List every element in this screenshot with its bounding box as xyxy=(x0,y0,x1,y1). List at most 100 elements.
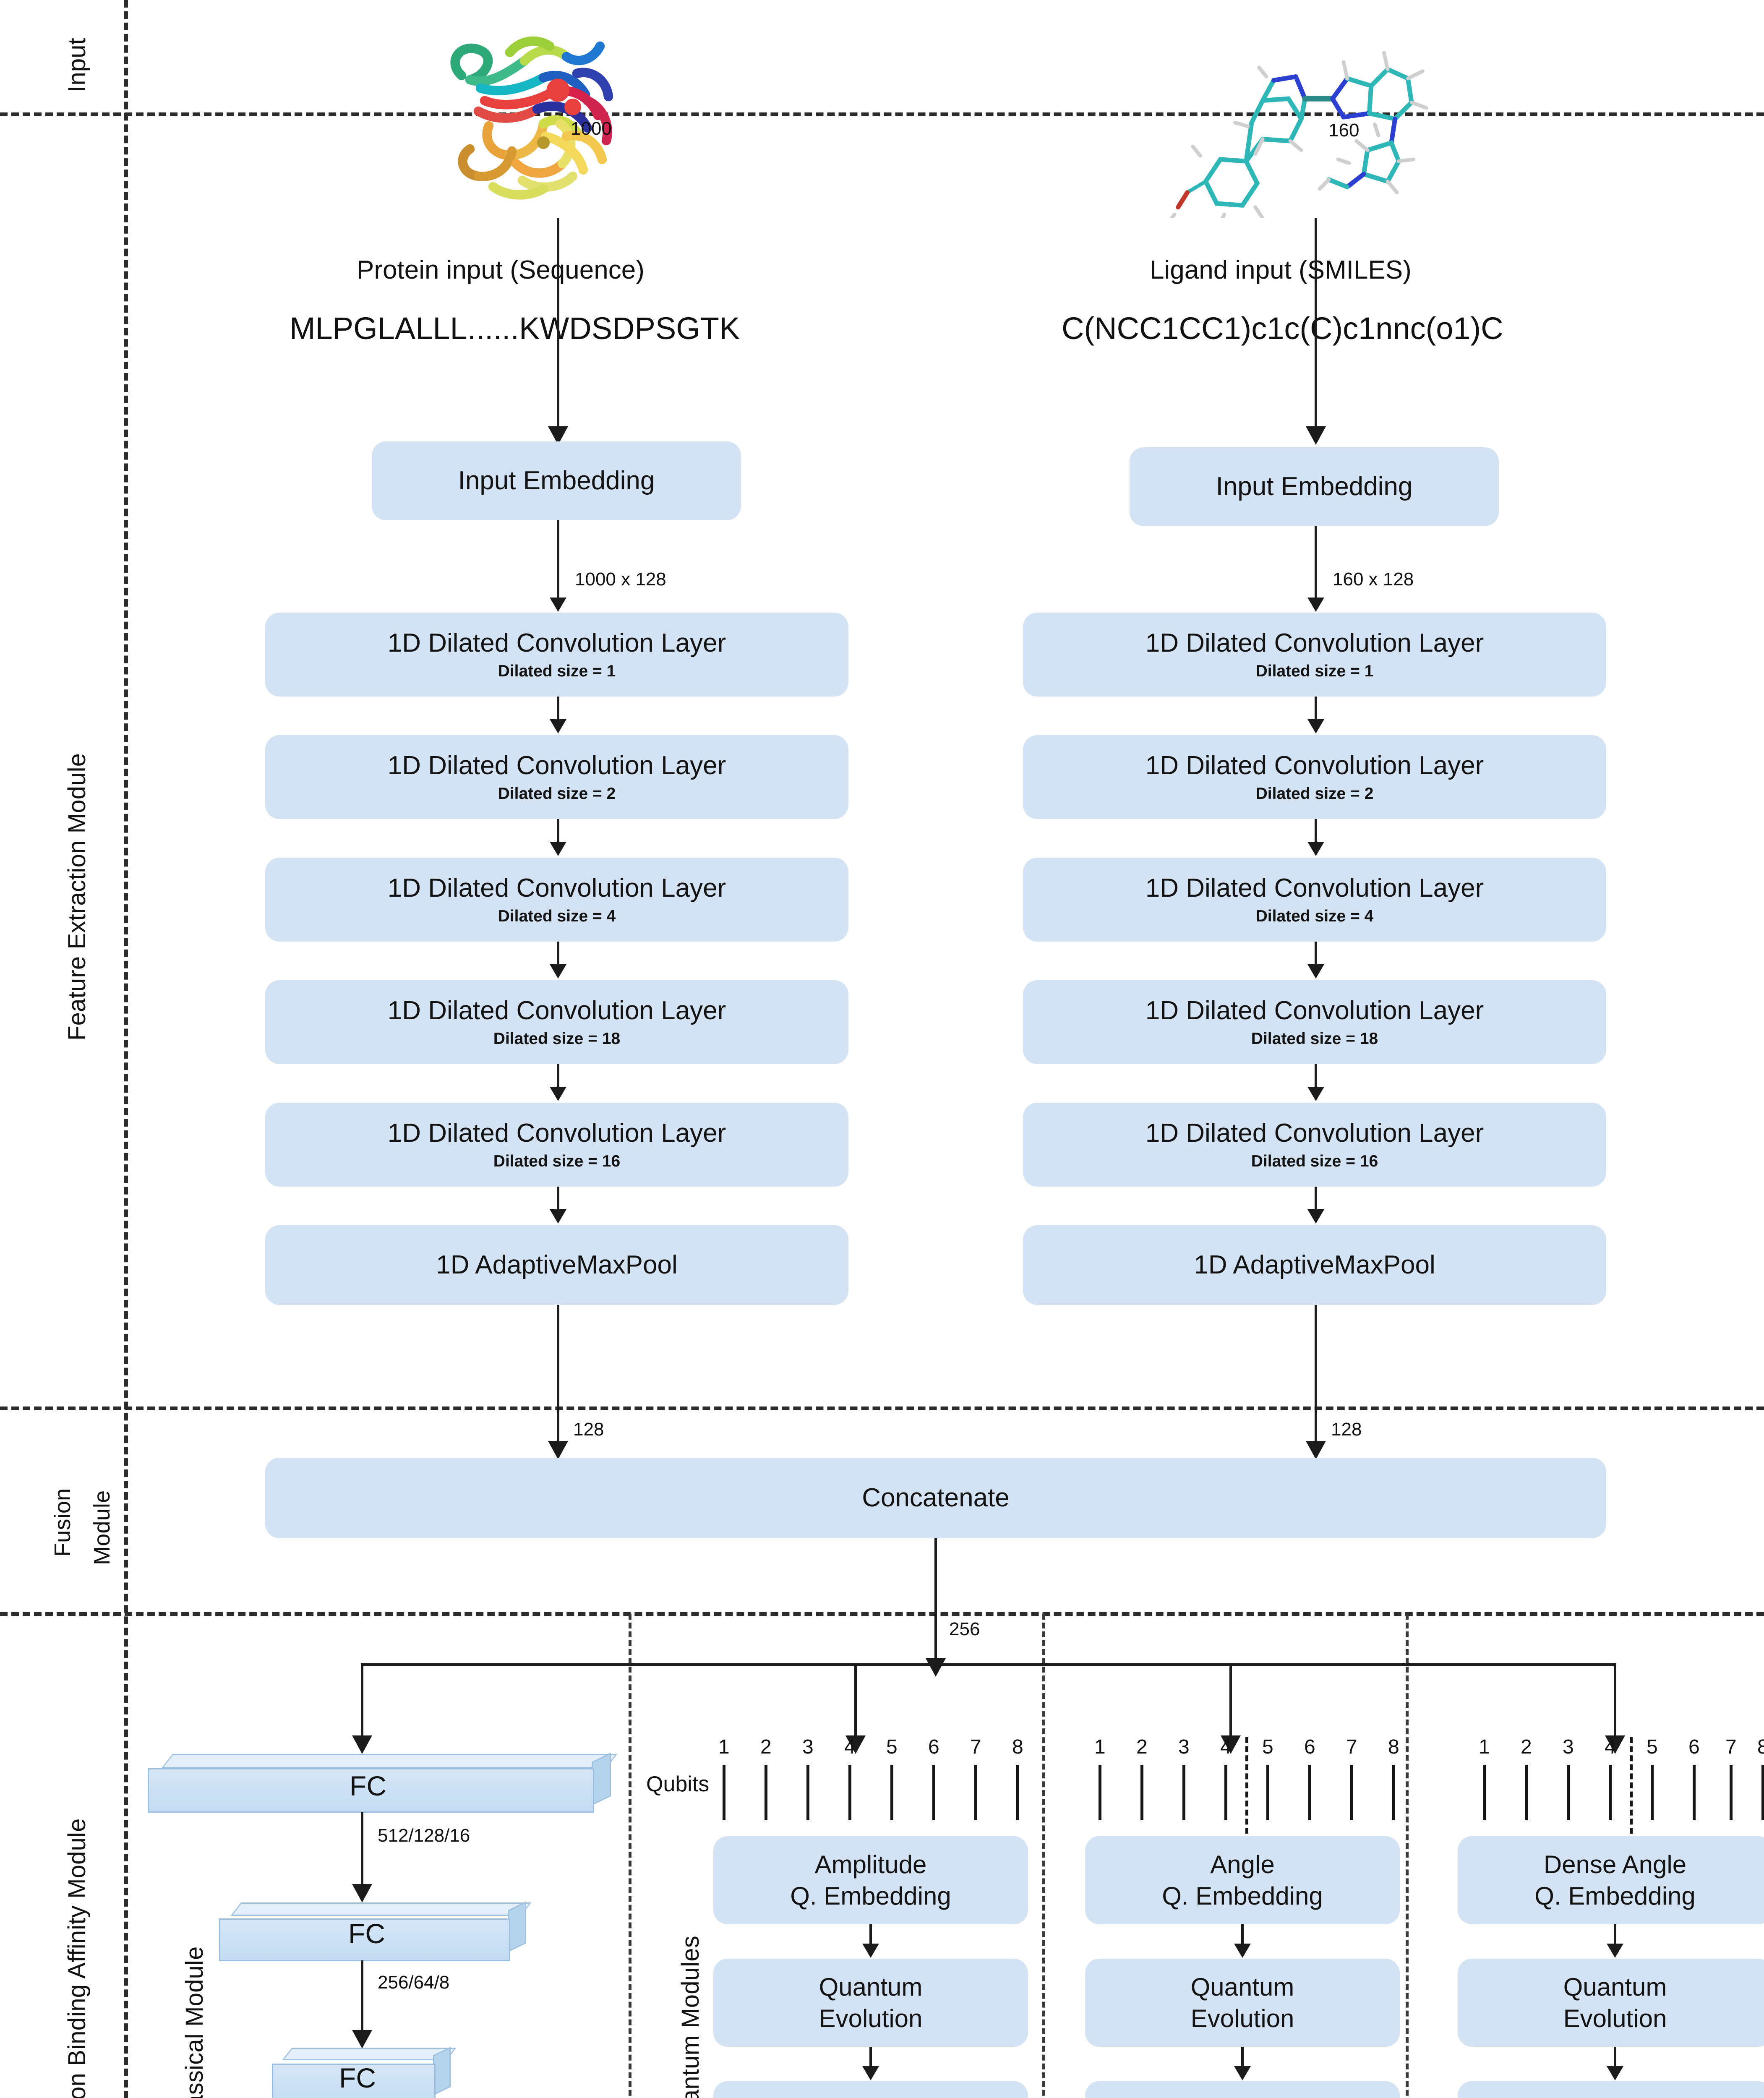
embedding-line-1: Angle xyxy=(1210,1850,1275,1879)
protein-conv-arrowhead-4 xyxy=(550,1087,566,1101)
qubit-number-2-4: 4 xyxy=(1220,1736,1232,1758)
protein-conv-block-2[interactable]: 1D Dilated Convolution Layer Dilated siz… xyxy=(265,735,848,819)
block-label: Input Embedding xyxy=(458,466,655,496)
branch-line-quantum-3 xyxy=(1614,1663,1616,1739)
section-label-classical-module: Classical Module xyxy=(181,1946,208,2098)
protein-pool-dim-label: 128 xyxy=(573,1419,604,1440)
quantum-2-measurement-block[interactable]: Measurement xyxy=(1085,2081,1400,2098)
ligand-length-label: 160 xyxy=(1328,120,1360,141)
section-label-input: Input xyxy=(63,38,91,92)
protein-conv-block-3[interactable]: 1D Dilated Convolution Layer Dilated siz… xyxy=(265,858,848,942)
fc-block-3[interactable]: FC xyxy=(272,2046,457,2098)
divider-classical-quantum xyxy=(629,1614,631,2098)
branch-arrowhead-classical xyxy=(352,1735,372,1754)
ligand-conv-block-5[interactable]: 1D Dilated Convolution Layer Dilated siz… xyxy=(1023,1103,1606,1187)
qubit-tick-2-6 xyxy=(1308,1765,1311,1820)
protein-embed-dim-label: 1000 x 128 xyxy=(575,569,666,590)
protein-maxpool-block[interactable]: 1D AdaptiveMaxPool xyxy=(265,1225,848,1305)
branch-line-quantum-1 xyxy=(854,1663,857,1739)
divider-input-feature xyxy=(0,112,1764,116)
quantum-3-arrow-evo-meas xyxy=(1614,2047,1616,2069)
qubit-tick-2-1 xyxy=(1099,1765,1101,1820)
protein-conv-block-5[interactable]: 1D Dilated Convolution Layer Dilated siz… xyxy=(265,1103,848,1187)
protein-input-caption: Protein input (Sequence) xyxy=(357,256,645,284)
quantum-2-evolution-block[interactable]: Quantum Evolution xyxy=(1085,1959,1400,2047)
qubit-tick-3-3 xyxy=(1567,1765,1570,1820)
fc1-out-dim-label: 512/128/16 xyxy=(378,1825,470,1846)
qubit-tick-2-3 xyxy=(1182,1765,1185,1820)
divider-quantum-1-2 xyxy=(1042,1614,1045,2098)
ligand-input-caption: Ligand input (SMILES) xyxy=(1150,256,1412,284)
ligand-conv-arrow-1 xyxy=(1315,697,1317,722)
ligand-conv-block-1[interactable]: 1D Dilated Convolution Layer Dilated siz… xyxy=(1023,613,1606,697)
divider-left-rail xyxy=(124,0,128,2098)
qubit-number-1-4: 4 xyxy=(844,1736,856,1758)
fc-front-face xyxy=(272,2064,436,2098)
conv-title: 1D Dilated Convolution Layer xyxy=(387,751,726,780)
embedding-line-1: Dense Angle xyxy=(1543,1850,1687,1879)
qubits-label: Qubits xyxy=(646,1772,710,1796)
fc-block-1[interactable]: FC xyxy=(148,1752,618,1813)
prediction-branch-bus xyxy=(362,1663,1615,1666)
qubit-number-3-5: 5 xyxy=(1647,1736,1658,1758)
protein-conv-arrowhead-1 xyxy=(550,719,566,733)
ligand-conv-arrowhead-4 xyxy=(1307,1087,1324,1101)
qubit-tick-2-4 xyxy=(1224,1765,1227,1820)
qubit-tick-3-6 xyxy=(1693,1765,1696,1820)
quantum-1-embedding-block[interactable]: Amplitude Q. Embedding xyxy=(713,1836,1028,1924)
qubit-tick-2-5 xyxy=(1266,1765,1269,1820)
qubit-number-2-3: 3 xyxy=(1178,1736,1190,1758)
qubit-number-1-5: 5 xyxy=(886,1736,898,1758)
ligand-conv-block-4[interactable]: 1D Dilated Convolution Layer Dilated siz… xyxy=(1023,980,1606,1064)
qubit-split-separator-2 xyxy=(1245,1737,1248,1834)
quantum-1-measurement-block[interactable]: Measurement xyxy=(713,2081,1028,2098)
ligand-embed-arrow-head xyxy=(1307,598,1324,612)
evolution-line-2: Evolution xyxy=(1190,2004,1294,2033)
block-label: Input Embedding xyxy=(1216,472,1413,501)
qubit-tick-1-1 xyxy=(723,1765,725,1820)
qubit-tick-1-2 xyxy=(765,1765,767,1820)
qubit-tick-1-6 xyxy=(932,1765,935,1820)
ligand-input-embedding-block[interactable]: Input Embedding xyxy=(1130,447,1499,526)
ligand-conv-block-3[interactable]: 1D Dilated Convolution Layer Dilated siz… xyxy=(1023,858,1606,942)
fc2-out-arrowhead xyxy=(352,2030,372,2048)
protein-input-embedding-block[interactable]: Input Embedding xyxy=(372,441,741,520)
qubit-number-3-8: 8 xyxy=(1757,1736,1764,1758)
concat-out-line xyxy=(934,1538,937,1664)
fc-block-2[interactable]: FC xyxy=(219,1901,532,1961)
quantum-1-arrowhead-embed-evo xyxy=(862,1944,879,1958)
conv-title: 1D Dilated Convolution Layer xyxy=(387,628,726,658)
qubit-number-3-4: 4 xyxy=(1605,1736,1616,1758)
quantum-3-evolution-block[interactable]: Quantum Evolution xyxy=(1458,1959,1764,2047)
conv-subtitle: Dilated size = 16 xyxy=(1251,1152,1378,1171)
ligand-maxpool-block[interactable]: 1D AdaptiveMaxPool xyxy=(1023,1225,1606,1305)
qubit-number-2-7: 7 xyxy=(1346,1736,1357,1758)
protein-conv-block-1[interactable]: 1D Dilated Convolution Layer Dilated siz… xyxy=(265,613,848,697)
protein-conv-block-4[interactable]: 1D Dilated Convolution Layer Dilated siz… xyxy=(265,980,848,1064)
qubit-tick-3-7 xyxy=(1730,1765,1733,1820)
qubit-number-2-8: 8 xyxy=(1388,1736,1399,1758)
ligand-conv-arrow-2 xyxy=(1315,819,1317,844)
protein-sequence-value: MLPGLALLL......KWDSDPSGTK xyxy=(290,311,740,346)
qubit-number-3-1: 1 xyxy=(1479,1736,1490,1758)
ligand-conv-arrow-5 xyxy=(1315,1187,1317,1212)
embedding-line-2: Q. Embedding xyxy=(1534,1882,1696,1910)
protein-conv-arrow-1 xyxy=(557,697,559,722)
conv-subtitle: Dilated size = 18 xyxy=(493,1030,621,1048)
quantum-3-measurement-block[interactable]: Measurement xyxy=(1458,2081,1764,2098)
protein-conv-arrow-5 xyxy=(557,1187,559,1212)
quantum-2-arrow-embed-evo xyxy=(1241,1924,1244,1946)
conv-title: 1D Dilated Convolution Layer xyxy=(1145,628,1484,658)
protein-embed-arrow-head xyxy=(550,598,566,612)
quantum-2-arrowhead-embed-evo xyxy=(1234,1944,1251,1958)
quantum-1-evolution-block[interactable]: Quantum Evolution xyxy=(713,1959,1028,2047)
ligand-smiles-value: C(NCC1CC1)c1c(C)c1nnc(o1)C xyxy=(1062,311,1503,346)
qubit-split-separator-3 xyxy=(1630,1737,1633,1834)
quantum-3-embedding-block[interactable]: Dense Angle Q. Embedding xyxy=(1458,1836,1764,1924)
protein-pool-arrow-line xyxy=(557,1305,559,1443)
ligand-conv-block-2[interactable]: 1D Dilated Convolution Layer Dilated siz… xyxy=(1023,735,1606,819)
concatenate-block[interactable]: Concatenate xyxy=(265,1458,1606,1538)
ligand-conv-arrowhead-5 xyxy=(1307,1209,1324,1224)
quantum-2-embedding-block[interactable]: Angle Q. Embedding xyxy=(1085,1836,1400,1924)
ligand-pool-arrow-line xyxy=(1315,1305,1317,1443)
